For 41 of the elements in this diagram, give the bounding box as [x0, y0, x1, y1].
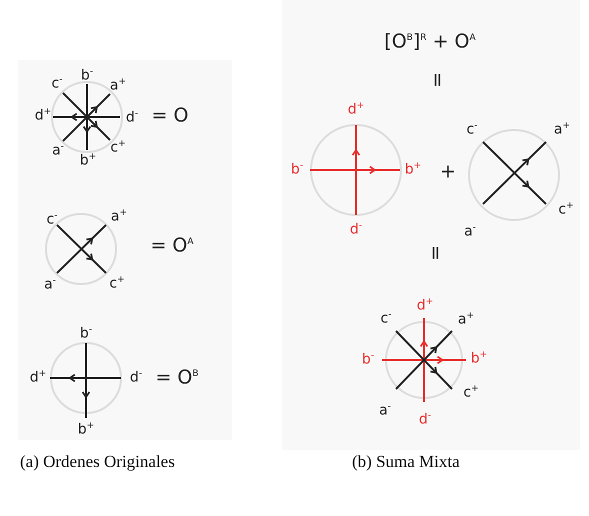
endpoint-label: d$^{+}$ [34, 108, 52, 124]
endpoint-label: c$^{+}$ [463, 384, 479, 402]
endpoint-label: c$^{-}$ [380, 310, 392, 328]
endpoint-label: b$^{+}$ [80, 152, 96, 170]
endpoint-label: a$^{-}$ [52, 142, 64, 160]
equals-sign: = [424, 245, 446, 261]
endpoint-label: c$^{-}$ [46, 212, 58, 228]
equation: [O$^{B}$]$^{R}$ + O$^{A}$ [384, 32, 476, 52]
endpoint-label: a$^{-}$ [44, 276, 56, 294]
endpoint-label: c$^{+}$ [109, 276, 125, 292]
plus-sign: + [440, 162, 456, 182]
endpoint-label: a$^{+}$ [110, 78, 126, 94]
endpoint-label: b$^{+}$ [78, 422, 94, 438]
endpoint-label: d$^{+}$ [416, 298, 434, 314]
endpoint-label: b$^{-}$ [362, 352, 374, 368]
equation: = O$^{A}$ [150, 236, 194, 256]
endpoint-label: a$^{+}$ [554, 122, 570, 138]
endpoint-label: c$^{-}$ [466, 122, 478, 138]
endpoint-label: a$^{+}$ [110, 208, 128, 226]
subfigure-caption: (a) Ordenes Originales [20, 453, 176, 472]
equals-sign: = [426, 72, 448, 88]
equation: = O [152, 106, 188, 126]
endpoint-label: d$^{-}$ [350, 222, 362, 238]
endpoint-label: b$^{-}$ [80, 326, 92, 342]
endpoint-label: c$^{+}$ [110, 140, 126, 156]
endpoint-label: d$^{-}$ [126, 110, 138, 126]
equation: = O$^{B}$ [155, 368, 199, 388]
endpoint-label: d$^{-}$ [130, 370, 142, 386]
endpoint-label: b$^{-}$ [80, 68, 94, 84]
endpoint-label: b$^{+}$ [404, 162, 422, 178]
endpoint-label: b$^{+}$ [470, 350, 488, 368]
endpoint-label: b$^{-}$ [290, 162, 304, 178]
endpoint-label: c$^{-}$ [52, 76, 62, 92]
endpoint-label: c$^{+}$ [558, 202, 574, 218]
endpoint-label: a$^{-}$ [464, 224, 476, 240]
endpoint-label: a$^{-}$ [379, 402, 391, 420]
endpoint-label: a$^{+}$ [458, 312, 474, 328]
endpoint-label: d$^{+}$ [348, 102, 364, 118]
endpoint-label: d$^{+}$ [30, 370, 46, 386]
subfigure-caption: (b) Suma Mixta [352, 453, 461, 472]
endpoint-label: d$^{-}$ [418, 412, 432, 428]
